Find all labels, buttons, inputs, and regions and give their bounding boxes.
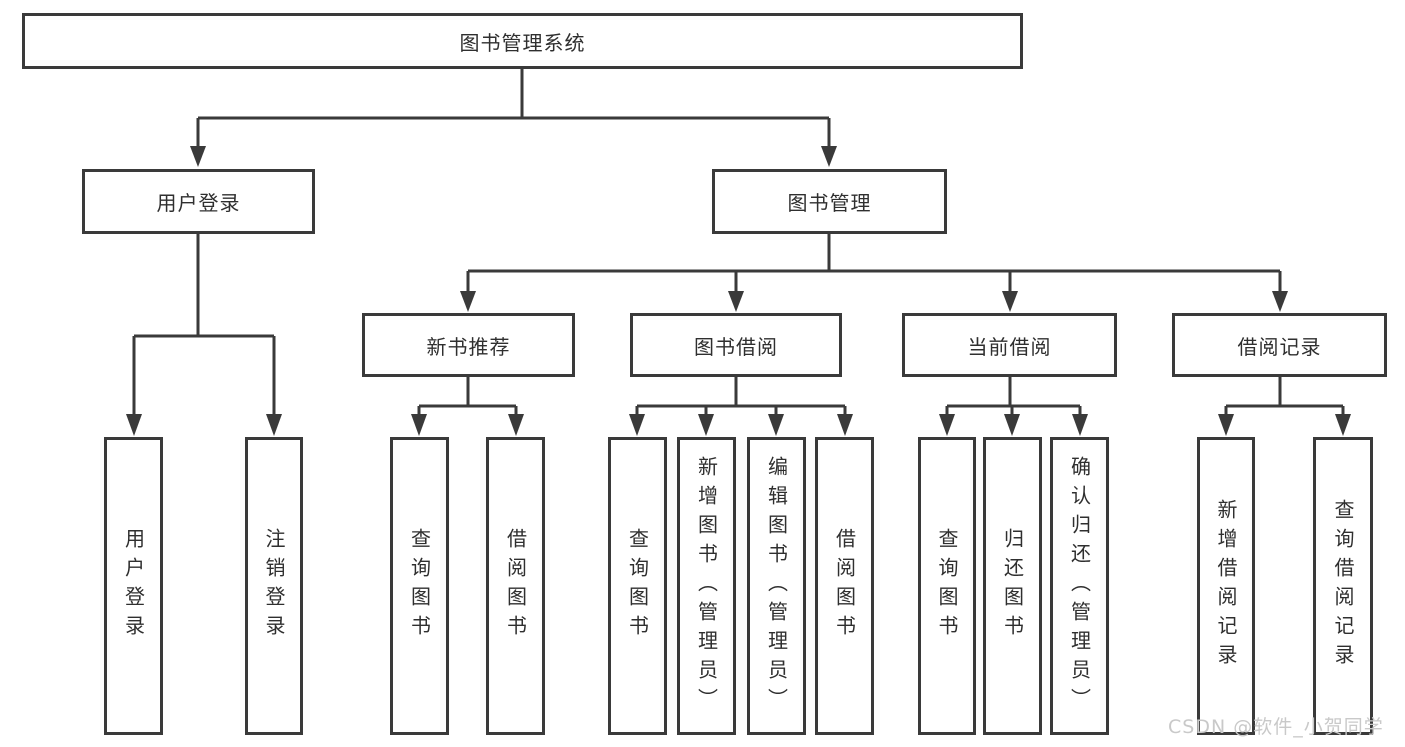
leaf-user-login-label: 用户登录 xyxy=(121,528,146,644)
leaf-confirm-return-admin: 确认归还（管理员） xyxy=(1050,437,1109,735)
leaf-borrow-book-newrec: 借阅图书 xyxy=(486,437,545,735)
watermark: CSDN @软件_小贺同学 xyxy=(1168,716,1384,738)
leaf-borrow-book-borrow: 借阅图书 xyxy=(815,437,874,735)
leaf-edit-book-admin: 编辑图书（管理员） xyxy=(747,437,806,735)
leaf-query-borrow-record: 查询借阅记录 xyxy=(1313,437,1373,735)
leaf-query-book-newrec: 查询图书 xyxy=(390,437,449,735)
leaf-user-login: 用户登录 xyxy=(104,437,163,735)
leaf-confirm-return-admin-label: 确认归还（管理员） xyxy=(1067,455,1092,717)
leaf-return-book: 归还图书 xyxy=(983,437,1042,735)
leaf-query-book-borrow-label: 查询图书 xyxy=(625,528,650,644)
leaf-add-book-admin: 新增图书（管理员） xyxy=(677,437,736,735)
node-root: 图书管理系统 xyxy=(22,13,1023,69)
leaf-query-book-borrow: 查询图书 xyxy=(608,437,667,735)
leaf-query-book-current-label: 查询图书 xyxy=(935,528,959,644)
leaf-query-book-newrec-label: 查询图书 xyxy=(407,528,432,644)
node-user-login: 用户登录 xyxy=(82,169,315,234)
leaf-logout-label: 注销登录 xyxy=(262,528,286,644)
leaf-logout: 注销登录 xyxy=(245,437,303,735)
leaf-borrow-book-borrow-label: 借阅图书 xyxy=(832,528,857,644)
node-borrow-records-label: 借阅记录 xyxy=(1237,334,1322,359)
leaf-return-book-label: 归还图书 xyxy=(1000,528,1025,644)
node-current-borrow-label: 当前借阅 xyxy=(967,334,1052,359)
node-book-borrow-label: 图书借阅 xyxy=(694,334,778,359)
node-book-management-label: 图书管理 xyxy=(787,191,872,215)
node-new-book-recommend-label: 新书推荐 xyxy=(426,334,511,359)
node-book-borrow: 图书借阅 xyxy=(630,313,842,377)
leaf-add-book-admin-label: 新增图书（管理员） xyxy=(694,455,719,717)
node-borrow-records: 借阅记录 xyxy=(1172,313,1387,377)
leaf-add-borrow-record: 新增借阅记录 xyxy=(1197,437,1255,735)
node-book-management: 图书管理 xyxy=(712,169,947,234)
leaf-borrow-book-newrec-label: 借阅图书 xyxy=(503,528,528,644)
leaf-edit-book-admin-label: 编辑图书（管理员） xyxy=(764,455,789,717)
node-user-login-label: 用户登录 xyxy=(156,191,241,215)
leaf-query-book-current: 查询图书 xyxy=(918,437,976,735)
node-root-label: 图书管理系统 xyxy=(459,30,586,55)
node-current-borrow: 当前借阅 xyxy=(902,313,1117,377)
node-new-book-recommend: 新书推荐 xyxy=(362,313,575,377)
leaf-add-borrow-record-label: 新增借阅记录 xyxy=(1214,499,1238,673)
leaf-query-borrow-record-label: 查询借阅记录 xyxy=(1331,499,1355,673)
